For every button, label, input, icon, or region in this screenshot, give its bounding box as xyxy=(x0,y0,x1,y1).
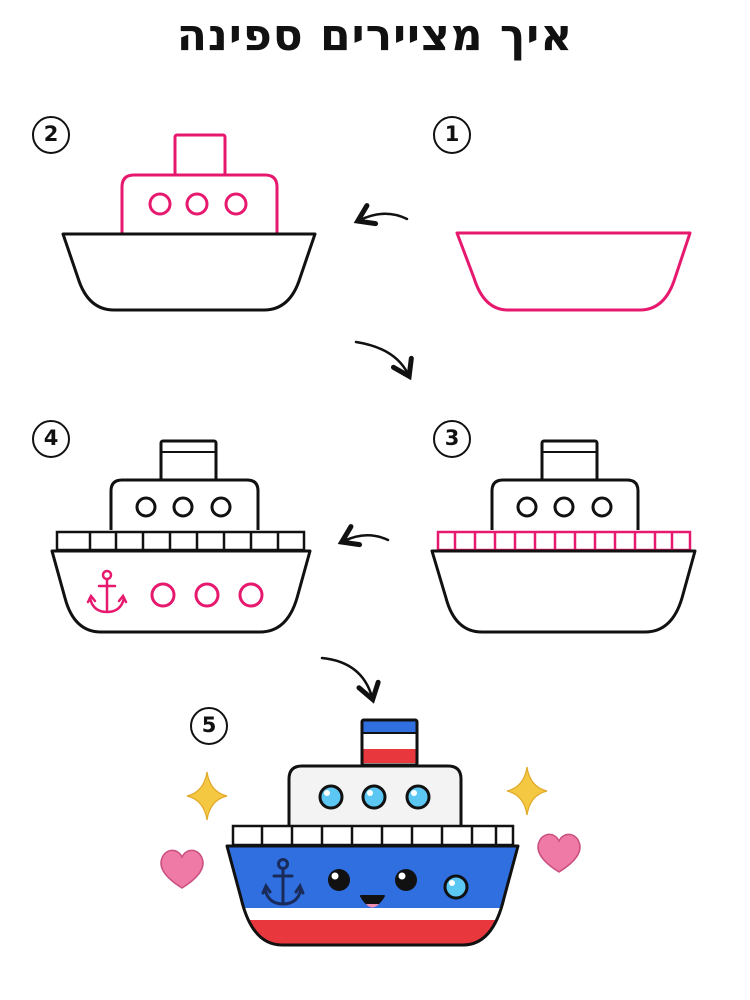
step-5-face xyxy=(328,869,417,908)
heart-left-icon xyxy=(160,849,204,889)
step-3-ship xyxy=(430,439,697,634)
step-2-ship xyxy=(61,133,317,312)
heart-right-icon xyxy=(537,833,581,873)
page-title: איך מציירים ספינה xyxy=(176,10,574,61)
arrow-step-1-to-2 xyxy=(353,203,409,227)
step-4-anchor-icon xyxy=(86,569,128,614)
step-1-hull xyxy=(455,231,692,312)
step-5-anchor-icon xyxy=(261,858,305,906)
step-5-ship xyxy=(225,718,520,947)
step-3-badge: 3 xyxy=(433,420,471,458)
arrow-step-4-to-5 xyxy=(320,656,381,704)
step-1-badge: 1 xyxy=(433,116,471,154)
sparkle-right-icon xyxy=(506,766,548,816)
step-2-badge: 2 xyxy=(32,116,70,154)
step-4-ship xyxy=(50,439,312,634)
sparkle-left-icon xyxy=(186,771,228,821)
arrow-step-2-to-3 xyxy=(354,340,414,381)
step-4-badge: 4 xyxy=(32,420,70,458)
step-5-badge: 5 xyxy=(190,707,228,745)
arrow-step-3-to-4 xyxy=(337,524,390,548)
